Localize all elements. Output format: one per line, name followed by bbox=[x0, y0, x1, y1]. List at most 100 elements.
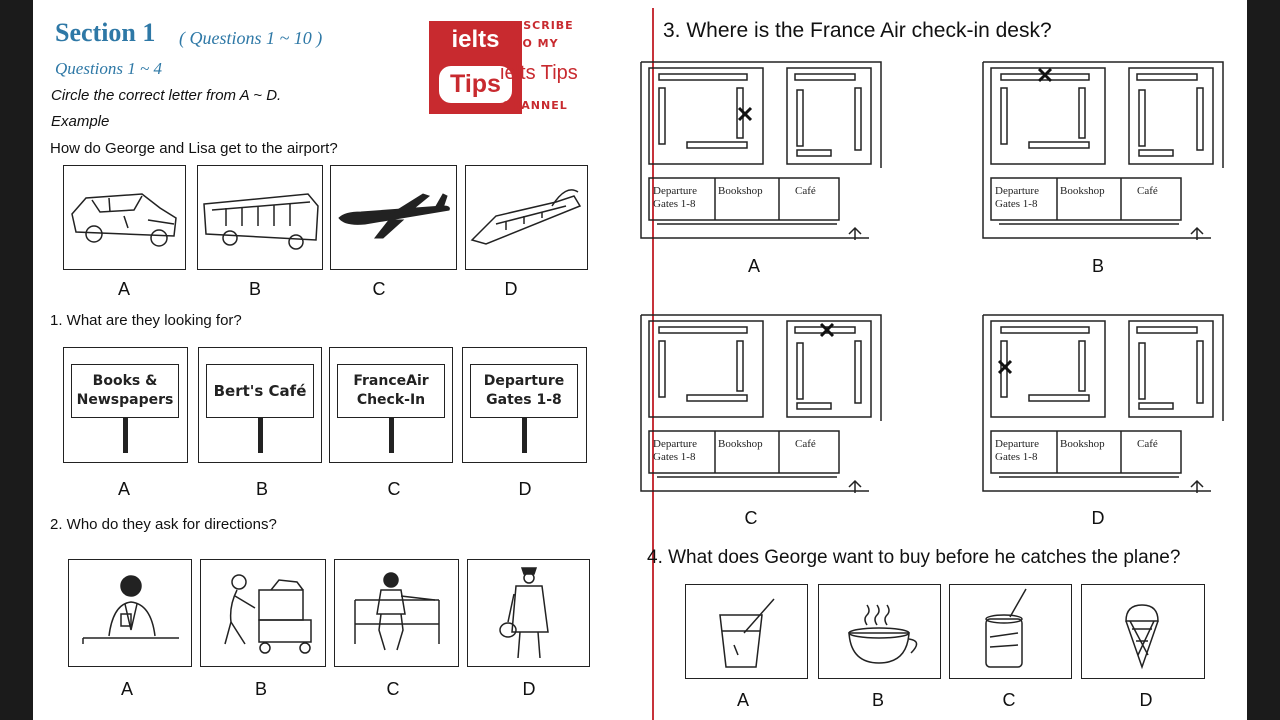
subscribe-label: SUBSCRIBE bbox=[495, 19, 574, 32]
sign-checkin: FranceAir Check-In bbox=[337, 364, 445, 418]
instructions: Circle the correct letter from A ~ D. bbox=[51, 87, 282, 104]
question-3: 3. Where is the France Air check-in desk… bbox=[663, 19, 1052, 42]
plan-label-departure: Departure bbox=[653, 438, 697, 450]
section-title: Section 1 bbox=[55, 18, 156, 47]
plan-label-cafe: Café bbox=[1137, 438, 1158, 450]
q3-option-a[interactable]: Departure Gates 1-8 Bookshop Café bbox=[637, 58, 883, 240]
q2-letter-d: D bbox=[522, 679, 536, 699]
q4-letter-b: B bbox=[871, 690, 884, 710]
example-option-d[interactable] bbox=[465, 165, 588, 270]
plan-label-bookshop: Bookshop bbox=[718, 185, 763, 197]
sign-post bbox=[522, 418, 527, 453]
porter-icon bbox=[224, 574, 312, 654]
example-letter-b: B bbox=[248, 279, 261, 299]
q2-letter-c: C bbox=[386, 679, 400, 699]
q1-option-b[interactable]: Bert's Café bbox=[198, 347, 322, 463]
x-mark bbox=[997, 359, 1013, 375]
plan-label-cafe: Café bbox=[1137, 185, 1158, 197]
plan-label-departure: Departure bbox=[653, 185, 697, 197]
q2-option-d[interactable] bbox=[467, 559, 590, 667]
plan-label-gates: Gates 1-8 bbox=[653, 451, 696, 463]
q2-option-c[interactable] bbox=[334, 559, 459, 667]
q3-letter-a: A bbox=[747, 256, 760, 276]
q1-option-d[interactable]: Departure Gates 1-8 bbox=[462, 347, 587, 463]
question-4: 4. What does George want to buy before h… bbox=[647, 547, 1181, 568]
q4-letter-d: D bbox=[1139, 690, 1153, 710]
seated-man-icon bbox=[354, 572, 440, 651]
q3-letter-d: D bbox=[1091, 508, 1105, 528]
example-letter-c: C bbox=[372, 279, 386, 299]
plan-label-bookshop: Bookshop bbox=[718, 438, 763, 450]
plan-label-cafe: Café bbox=[795, 185, 816, 197]
example-option-b[interactable] bbox=[197, 165, 323, 270]
q1-letter-b: B bbox=[255, 479, 268, 499]
q3-option-d[interactable]: Departure Gates 1-8 Bookshop Café bbox=[979, 311, 1225, 493]
car-icon bbox=[71, 193, 177, 247]
q2-option-a[interactable] bbox=[68, 559, 192, 667]
logo-text-pill: Tips bbox=[439, 66, 512, 103]
q3-letter-b: B bbox=[1091, 256, 1104, 276]
q2-letter-b: B bbox=[254, 679, 267, 699]
sign-post bbox=[389, 418, 394, 453]
ielts-tips-logo[interactable]: ielts Tips bbox=[429, 21, 522, 114]
example-label: Example bbox=[51, 113, 110, 130]
train-icon bbox=[470, 189, 582, 245]
subscribe-to-label: TO MY bbox=[514, 37, 559, 50]
traveler-icon bbox=[499, 567, 549, 659]
sign-departure: Departure Gates 1-8 bbox=[470, 364, 578, 418]
sign-books: Books & Newspapers bbox=[71, 364, 179, 418]
q1-letter-c: C bbox=[387, 479, 401, 499]
q2-letter-a: A bbox=[120, 679, 133, 699]
q4-option-b[interactable] bbox=[818, 584, 941, 679]
worksheet-page: Section 1 ( Questions 1 ~ 10 ) Questions… bbox=[33, 0, 1247, 720]
q1-option-a[interactable]: Books & Newspapers bbox=[63, 347, 188, 463]
plan-label-gates: Gates 1-8 bbox=[995, 198, 1038, 210]
q1-option-c[interactable]: FranceAir Check-In bbox=[329, 347, 453, 463]
plan-label-bookshop: Bookshop bbox=[1060, 438, 1105, 450]
q2-option-b[interactable] bbox=[200, 559, 326, 667]
q4-option-a[interactable] bbox=[685, 584, 808, 679]
q4-letter-a: A bbox=[736, 690, 749, 710]
ice-cream-icon bbox=[1125, 604, 1159, 670]
bus-icon bbox=[203, 193, 319, 250]
teacup-icon bbox=[848, 604, 918, 664]
q1-letter-a: A bbox=[117, 479, 130, 499]
q3-letter-c: C bbox=[744, 508, 758, 528]
plan-label-bookshop: Bookshop bbox=[1060, 185, 1105, 197]
floor-plan: Departure Gates 1-8 Bookshop Café bbox=[640, 61, 882, 240]
example-letter-a: A bbox=[117, 279, 130, 299]
example-question: How do George and Lisa get to the airpor… bbox=[50, 140, 338, 157]
section-range: ( Questions 1 ~ 10 ) bbox=[179, 28, 323, 48]
x-mark bbox=[1037, 67, 1053, 83]
example-letter-d: D bbox=[504, 279, 518, 299]
question-2: 2. Who do they ask for directions? bbox=[50, 516, 277, 533]
q4-option-c[interactable] bbox=[949, 584, 1072, 679]
channel-name: ielts Tips bbox=[500, 62, 578, 84]
example-option-a[interactable] bbox=[63, 165, 186, 270]
q1-letter-d: D bbox=[518, 479, 532, 499]
sign-post bbox=[258, 418, 263, 453]
example-option-c[interactable] bbox=[330, 165, 457, 270]
q4-option-d[interactable] bbox=[1081, 584, 1205, 679]
floor-plan: Departure Gates 1-8 Bookshop Café bbox=[640, 314, 882, 493]
question-1: 1. What are they looking for? bbox=[50, 312, 242, 329]
clerk-icon bbox=[82, 575, 179, 644]
cola-can-icon bbox=[985, 588, 1027, 668]
plan-label-gates: Gates 1-8 bbox=[653, 198, 696, 210]
airplane-icon bbox=[338, 193, 450, 239]
q3-option-c[interactable]: Departure Gates 1-8 Bookshop Café bbox=[637, 311, 883, 493]
q4-letter-c: C bbox=[1002, 690, 1016, 710]
plan-label-departure: Departure bbox=[995, 438, 1039, 450]
x-mark bbox=[819, 322, 835, 338]
sign-cafe: Bert's Café bbox=[206, 364, 314, 418]
glass-drink-icon bbox=[719, 598, 775, 668]
sign-post bbox=[123, 418, 128, 453]
q3-option-b[interactable]: Departure Gates 1-8 Bookshop Café bbox=[979, 58, 1225, 240]
plan-label-departure: Departure bbox=[995, 185, 1039, 197]
page-divider bbox=[652, 8, 654, 720]
x-mark bbox=[737, 106, 753, 122]
questions-range: Questions 1 ~ 4 bbox=[55, 59, 162, 78]
floor-plan: Departure Gates 1-8 Bookshop Café bbox=[982, 314, 1224, 493]
logo-text-top: ielts bbox=[451, 26, 500, 53]
channel-label: CHANNEL bbox=[502, 99, 568, 112]
